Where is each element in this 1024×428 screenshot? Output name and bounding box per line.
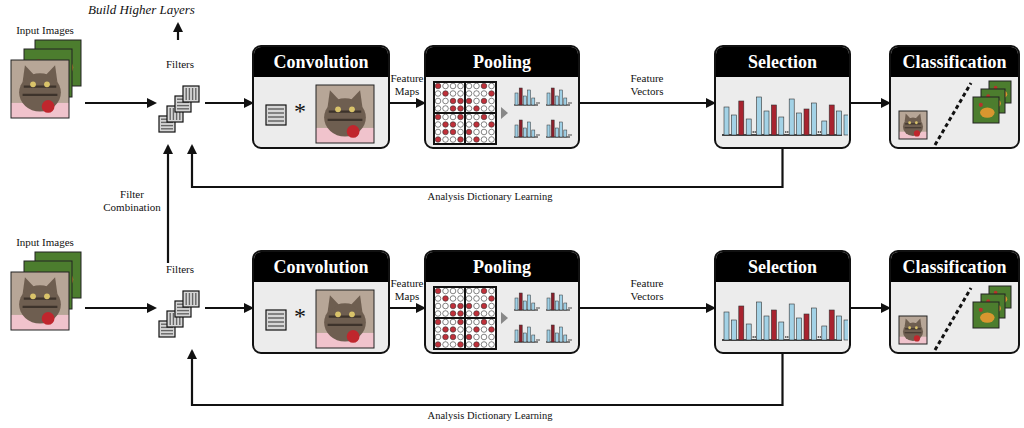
caption: Input Images xyxy=(5,236,85,248)
edge-label: Feature Maps xyxy=(385,72,429,97)
flow-arrow xyxy=(580,307,714,309)
process-box: Classification xyxy=(889,45,1020,149)
flow-arrow xyxy=(580,102,714,104)
header-text: Convolution xyxy=(273,257,368,278)
flow-arrow xyxy=(167,146,169,263)
process-box: Selection xyxy=(714,250,851,354)
caption-text: Filters xyxy=(166,58,194,70)
process-box: Convolution * xyxy=(252,45,390,149)
edge-label: Feature Vectors xyxy=(622,277,672,302)
layer-note: Build Higher Layers xyxy=(88,2,195,18)
illustration xyxy=(5,236,85,336)
box-header: Selection xyxy=(716,252,849,282)
process-box: Selection xyxy=(714,45,851,149)
operator-symbol: * xyxy=(294,99,306,123)
image-stack: Input Images xyxy=(5,236,85,336)
flow-arrow xyxy=(192,351,783,405)
operator-symbol: * xyxy=(294,304,306,328)
box-header: Convolution xyxy=(254,252,388,282)
caption-text: Input Images xyxy=(16,24,74,36)
process-box: Classification xyxy=(889,250,1020,354)
flow-arrow xyxy=(85,307,155,309)
edge-label: Analysis Dictionary Learning xyxy=(428,191,553,203)
caption-text: Filters xyxy=(166,263,194,275)
caption: Filters xyxy=(155,58,205,70)
flow-arrow xyxy=(205,102,252,104)
box-header: Classification xyxy=(891,252,1018,282)
header-text: Pooling xyxy=(473,257,531,278)
edge-label-text: Analysis Dictionary Learning xyxy=(428,191,553,202)
image-stack: Input Images xyxy=(5,24,85,124)
edge-label: Feature Maps xyxy=(385,277,429,302)
caption: Input Images xyxy=(5,24,85,36)
flow-arrow xyxy=(390,307,424,309)
edge-label-text: Feature Vectors xyxy=(631,277,664,302)
header-text: Classification xyxy=(902,52,1006,73)
process-box: Convolution * xyxy=(252,250,390,354)
edge-label-text: Filter Combination xyxy=(103,188,160,213)
header-text: Pooling xyxy=(473,52,531,73)
illustration xyxy=(155,263,205,351)
caption-text: Input Images xyxy=(16,236,74,248)
box-header: Convolution xyxy=(254,47,388,77)
edge-label-text: Feature Maps xyxy=(391,277,424,302)
flow-arrow xyxy=(205,307,252,309)
illustration xyxy=(155,58,205,146)
higher-layer-arrow xyxy=(177,24,179,40)
edge-label: Filter Combination xyxy=(101,188,163,213)
header-text: Classification xyxy=(902,257,1006,278)
edge-label: Feature Vectors xyxy=(622,72,672,97)
flow-arrow xyxy=(390,102,424,104)
edge-label-text: Analysis Dictionary Learning xyxy=(428,410,553,421)
filter-bank: Filters xyxy=(155,58,205,146)
filter-bank: Filters xyxy=(155,263,205,351)
box-header: Classification xyxy=(891,47,1018,77)
edge-label: Analysis Dictionary Learning xyxy=(428,410,553,422)
header-text: Convolution xyxy=(273,52,368,73)
flow-arrow xyxy=(851,307,889,309)
process-box: Pooling xyxy=(424,250,580,354)
box-header: Selection xyxy=(716,47,849,77)
edge-label-text: Feature Maps xyxy=(391,72,424,97)
process-box: Pooling xyxy=(424,45,580,149)
header-text: Selection xyxy=(748,257,817,278)
edge-label-text: Feature Vectors xyxy=(631,72,664,97)
flow-arrow xyxy=(851,102,889,104)
caption: Filters xyxy=(155,263,205,275)
flow-arrow xyxy=(85,102,155,104)
box-header: Pooling xyxy=(426,47,578,77)
illustration xyxy=(5,24,85,124)
header-text: Selection xyxy=(748,52,817,73)
flow-arrow xyxy=(192,146,783,187)
box-header: Pooling xyxy=(426,252,578,282)
